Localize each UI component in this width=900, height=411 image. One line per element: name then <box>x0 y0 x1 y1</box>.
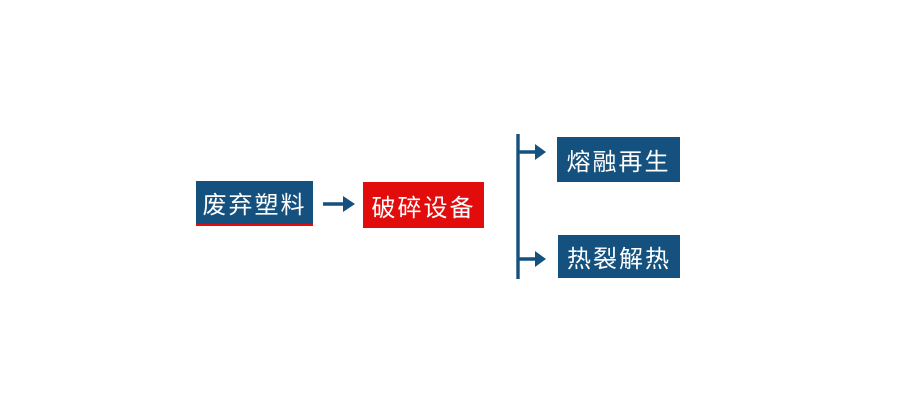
branch-arrow-top-head <box>535 144 546 160</box>
branch-arrow-bottom-head <box>535 251 546 267</box>
node-pyrolysis-heat-label: 热裂解热 <box>567 246 671 273</box>
arrow-right-head <box>343 196 355 212</box>
node-waste-plastic: 废弃塑料 <box>196 181 313 226</box>
node-crushing-equipment: 破碎设备 <box>363 182 484 228</box>
node-crushing-equipment-label: 破碎设备 <box>371 194 476 222</box>
branch-connector-icon <box>516 134 546 279</box>
node-melt-regeneration: 熔融再生 <box>557 137 680 182</box>
arrow-right-icon <box>323 196 355 212</box>
node-waste-plastic-label: 废弃塑料 <box>202 192 307 219</box>
node-melt-regeneration-label: 熔融再生 <box>566 149 671 176</box>
node-pyrolysis-heat: 热裂解热 <box>558 235 680 278</box>
